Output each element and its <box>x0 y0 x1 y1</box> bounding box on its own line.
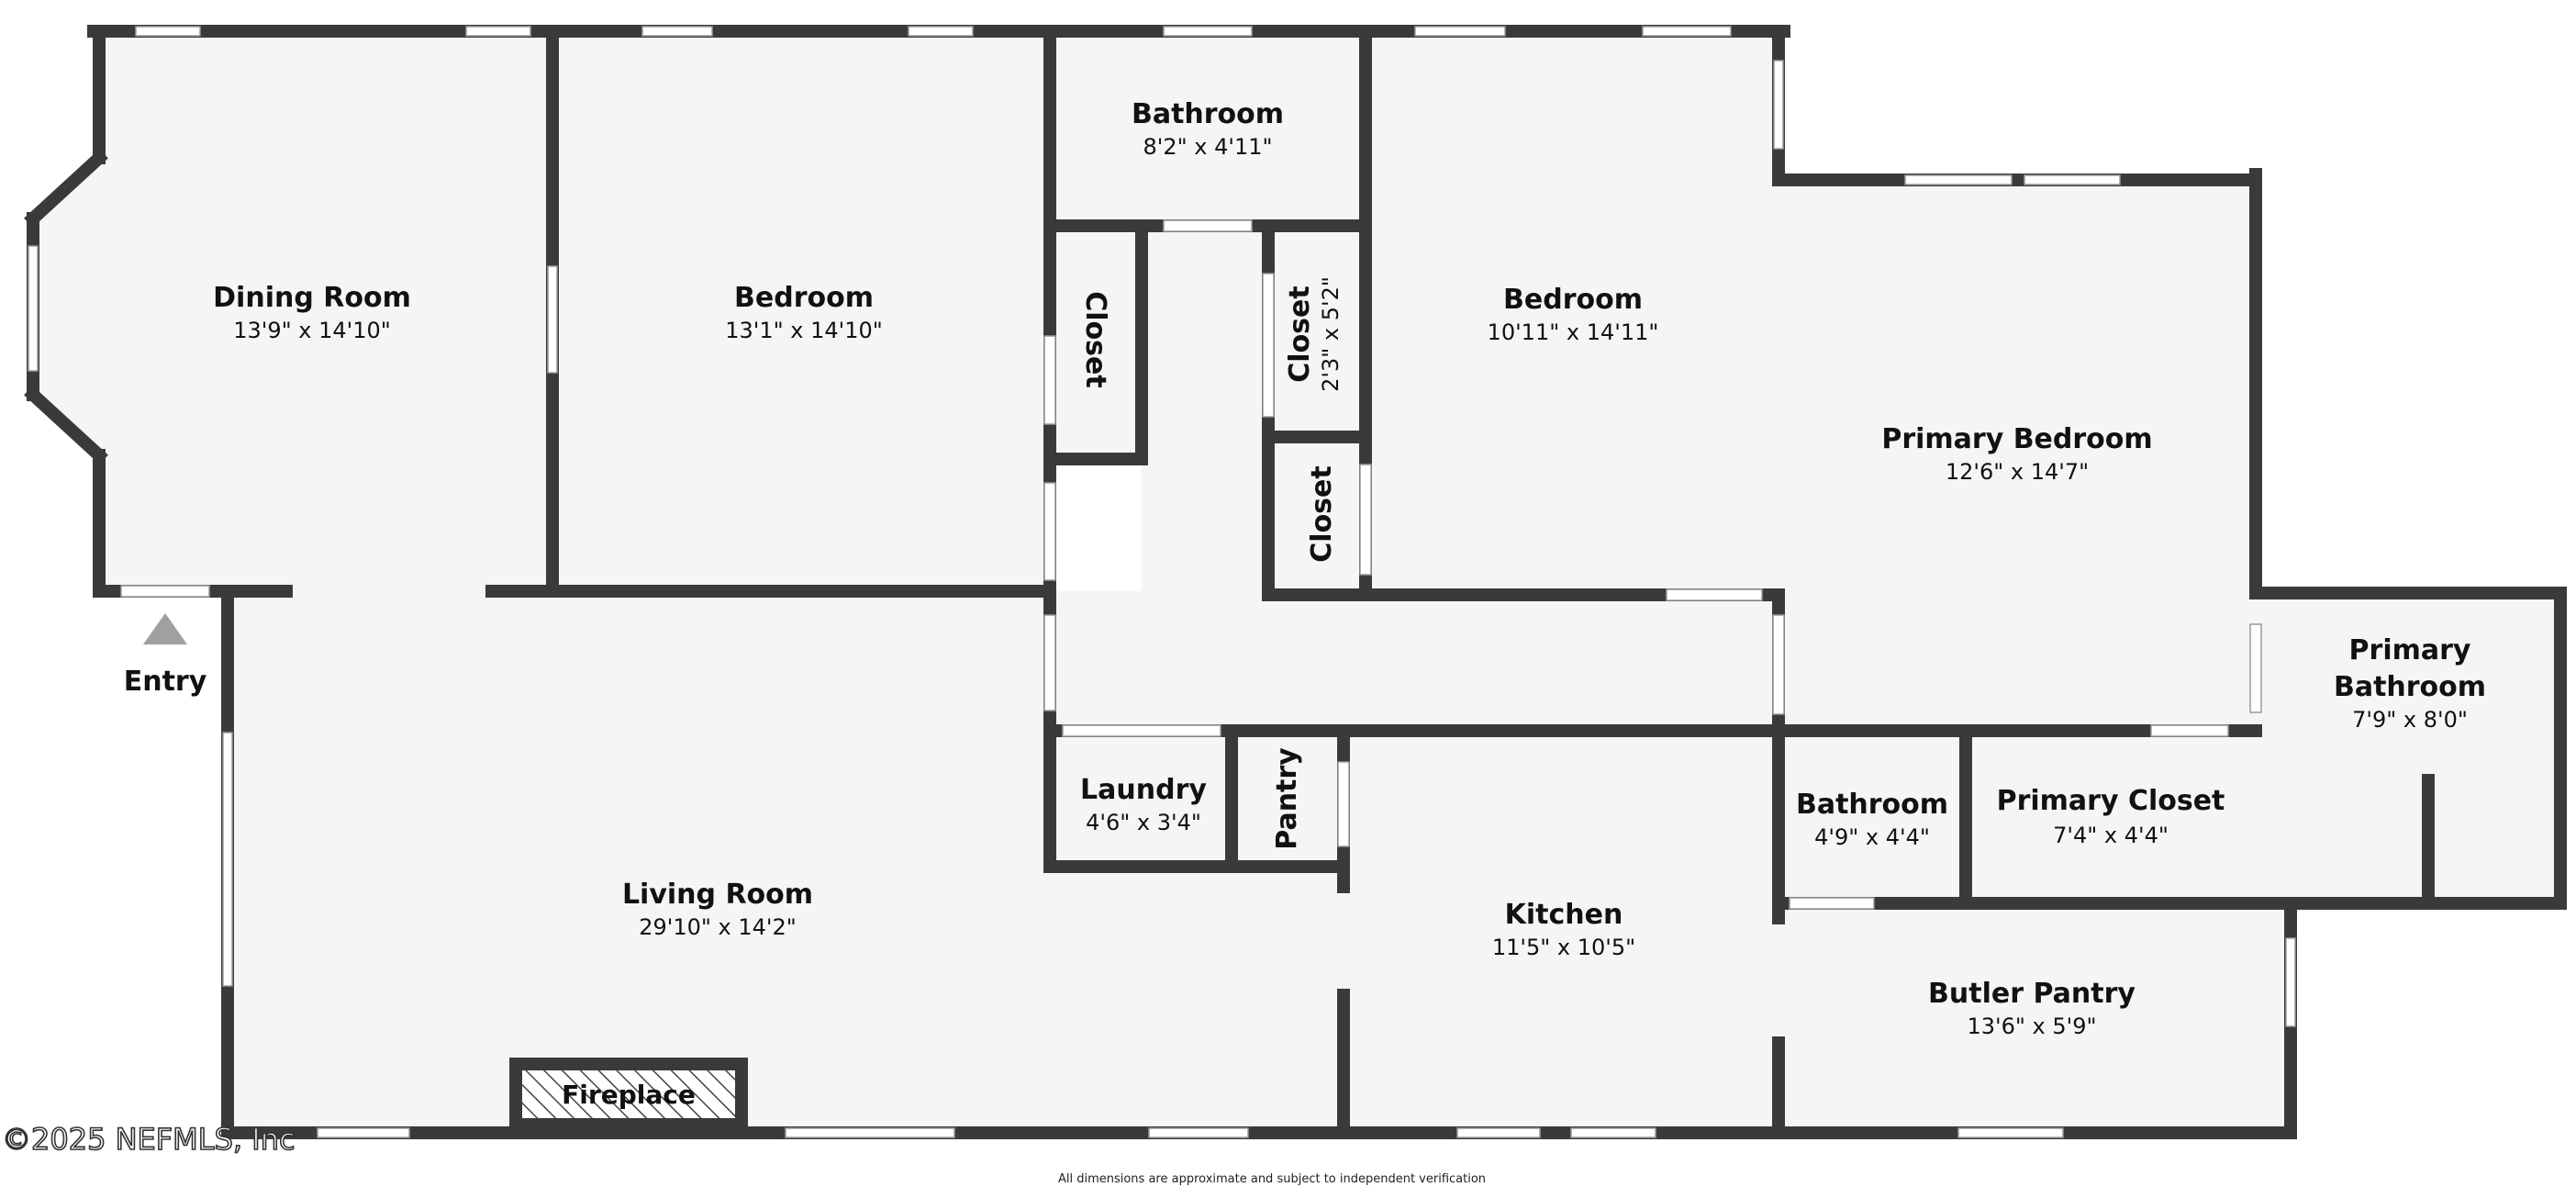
floor-primary-closet <box>1968 733 2256 903</box>
bedroom-1-name: Bedroom <box>734 282 874 314</box>
window <box>28 245 39 372</box>
entry-label: Entry <box>124 666 207 698</box>
bathroom-1-name: Bathroom <box>1132 98 1284 130</box>
window <box>641 26 713 37</box>
bathroom-2-name: Bathroom <box>1796 789 1948 821</box>
laundry-name: Laundry <box>1080 774 1207 806</box>
windows <box>28 26 2296 1138</box>
door-opening <box>1772 614 1785 715</box>
floor-closet-1 <box>1052 233 1142 459</box>
butler-pantry-name: Butler Pantry <box>1928 978 2136 1010</box>
bedroom-1-dims: 13'1" x 14'10" <box>725 318 883 343</box>
window <box>1414 26 1506 37</box>
bedroom-2-dims: 10'11" x 14'11" <box>1488 319 1659 345</box>
door-opening <box>1262 273 1275 418</box>
bedroom-2-name: Bedroom <box>1503 284 1643 316</box>
kitchen-dims: 11'5" x 10'5" <box>1492 935 1635 960</box>
floor-butler-pantry <box>1779 905 2291 1127</box>
window <box>2024 174 2121 185</box>
window <box>1642 26 1732 37</box>
bathroom-1-dims: 8'2" x 4'11" <box>1143 134 1272 160</box>
window <box>317 1127 410 1138</box>
bathroom-2-dims: 4'9" x 4'4" <box>1814 824 1930 850</box>
dining-room-dims: 13'9" x 14'10" <box>233 318 391 343</box>
door-opening <box>2249 623 2262 713</box>
door-opening <box>120 585 210 598</box>
door-opening <box>1359 464 1372 576</box>
window <box>547 265 558 374</box>
floor-bathroom-2 <box>1779 733 1964 903</box>
primary-bathroom-dims: 7'9" x 8'0" <box>2352 707 2468 733</box>
window <box>465 26 531 37</box>
laundry-dims: 4'6" x 3'4" <box>1086 810 1201 835</box>
fireplace: Fireplace <box>509 1058 748 1131</box>
floor-primary-bathroom <box>2256 593 2560 903</box>
window <box>908 26 974 37</box>
primary-bedroom-dims: 12'6" x 14'7" <box>1946 459 2089 485</box>
closet-2-dims: 2'3" x 5'2" <box>1318 276 1344 392</box>
door-opening <box>1043 335 1056 425</box>
window <box>135 26 201 37</box>
window <box>785 1127 955 1138</box>
entry: Entry <box>124 613 207 698</box>
window <box>1773 60 1784 150</box>
living-room-name: Living Room <box>622 879 813 911</box>
door-opening <box>1163 219 1253 232</box>
window <box>222 732 233 987</box>
window <box>1148 1127 1249 1138</box>
floor-dining-room <box>33 37 552 591</box>
window <box>2285 937 2296 1027</box>
door-opening <box>1043 614 1056 711</box>
door-opening <box>1062 724 1221 737</box>
floor-living-room <box>228 591 1347 1127</box>
floor-bedroom-1 <box>554 37 1050 591</box>
floor-kitchen <box>1344 733 1779 1127</box>
door-opening <box>2150 724 2229 737</box>
door-opening <box>1337 761 1350 847</box>
dining-room-name: Dining Room <box>213 282 411 314</box>
floor-primary-bedroom <box>1779 180 2256 727</box>
floor-closet-3 <box>1268 437 1366 595</box>
floor-bedroom-2 <box>1366 37 1779 595</box>
pantry-name: Pantry <box>1271 747 1303 850</box>
window <box>1163 26 1253 37</box>
floor-fills <box>33 37 2560 1127</box>
butler-pantry-dims: 13'6" x 5'9" <box>1967 1013 2096 1039</box>
primary-bedroom-name: Primary Bedroom <box>1881 423 2152 455</box>
entry-arrow-icon <box>143 613 187 644</box>
door-opening <box>1043 482 1056 581</box>
primary-closet-name: Primary Closet <box>1997 785 2225 817</box>
primary-bathroom-name-line1: Primary <box>2349 634 2471 666</box>
window <box>1456 1127 1541 1138</box>
copyright-watermark: ©2025 NEFMLS, Inc <box>2 1122 296 1157</box>
window <box>1904 174 2013 185</box>
fireplace-label: Fireplace <box>562 1080 696 1110</box>
closet-1-name: Closet <box>1079 291 1111 387</box>
room-labels: Dining Room 13'9" x 14'10" Bedroom 13'1"… <box>213 98 2486 1039</box>
closet-3-name: Closet <box>1306 465 1338 562</box>
floor-closet-2 <box>1268 233 1366 437</box>
window <box>1957 1127 2064 1138</box>
fireplace-box <box>509 1058 748 1131</box>
window <box>1789 897 1875 910</box>
primary-bathroom-name-line2: Bathroom <box>2334 671 2486 703</box>
kitchen-name: Kitchen <box>1505 899 1623 931</box>
living-room-dims: 29'10" x 14'2" <box>639 914 797 940</box>
door-opening <box>1666 588 1763 601</box>
primary-closet-dims: 7'4" x 4'4" <box>2053 823 2169 848</box>
disclaimer-text: All dimensions are approximate and subje… <box>1058 1172 1486 1186</box>
closet-2-name: Closet <box>1284 286 1316 382</box>
window <box>1570 1127 1656 1138</box>
floor-bathroom-1 <box>1050 37 1366 226</box>
